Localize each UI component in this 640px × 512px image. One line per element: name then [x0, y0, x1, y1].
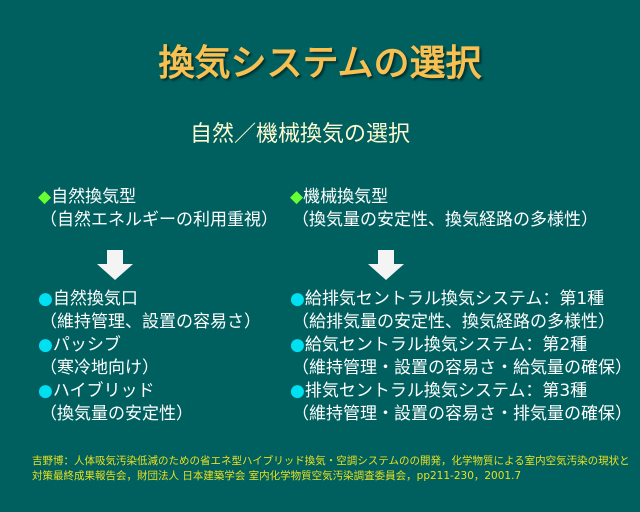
item-note: （寒冷地向け） [40, 358, 159, 378]
header-label: 自然換気型 [51, 187, 137, 207]
natural-ventilation-list: ●自然換気口 （維持管理、設置の容易さ） ●パッシブ （寒冷地向け） ●ハイブリ… [38, 288, 261, 426]
natural-ventilation-header: ◆自然換気型 [38, 186, 136, 209]
item-label: 排気セントラル換気システム：第3種 [304, 381, 588, 401]
mechanical-ventilation-header: ◆機械換気型 [290, 186, 388, 209]
natural-ventilation-note: （自然エネルギーの利用重視） [40, 210, 278, 230]
slide-subtitle: 自然／機械換気の選択 [189, 122, 410, 147]
diamond-bullet-icon: ◆ [290, 187, 304, 207]
diamond-bullet-icon: ◆ [38, 187, 52, 207]
down-arrow-icon [368, 250, 404, 280]
mechanical-ventilation-list: ●給排気セントラル換気システム：第1種 （給排気量の安定性、換気経路の多様性） … [290, 288, 632, 426]
list-item: ●自然換気口 [38, 288, 261, 311]
list-item: ●パッシブ [38, 334, 261, 357]
item-note: （維持管理、設置の容易さ） [40, 312, 261, 332]
reference-footnote: 吉野博：人体吸気汚染低減のための省エネ型ハイブリッド換気・空調システムのの開発，… [32, 454, 630, 484]
footnote-line: 吉野博：人体吸気汚染低減のための省エネ型ハイブリッド換気・空調システムのの開発，… [32, 455, 630, 467]
down-arrow-icon [97, 250, 133, 280]
list-item: ●給気セントラル換気システム：第2種 [290, 334, 632, 357]
item-label: パッシブ [52, 335, 121, 355]
item-label: 自然換気口 [52, 289, 138, 309]
footnote-line: 対策最終成果報告会，財団法人 日本建築学会 室内化学物質空気汚染調査委員会，pp… [32, 470, 522, 482]
circle-bullet-icon: ● [38, 289, 53, 309]
slide-title: 換気システムの選択 [158, 43, 482, 84]
list-item: ●給排気セントラル換気システム：第1種 [290, 288, 632, 311]
item-label: ハイブリッド [52, 381, 155, 401]
circle-bullet-icon: ● [38, 381, 53, 401]
item-note: （換気量の安定性） [40, 404, 193, 424]
mechanical-ventilation-note: （換気量の安定性、換気経路の多様性） [292, 210, 598, 230]
list-item: ●ハイブリッド [38, 380, 261, 403]
circle-bullet-icon: ● [290, 289, 305, 309]
circle-bullet-icon: ● [38, 335, 53, 355]
list-item: ●排気セントラル換気システム：第3種 [290, 380, 632, 403]
item-label: 給気セントラル換気システム：第2種 [304, 335, 588, 355]
item-label: 給排気セントラル換気システム：第1種 [304, 289, 605, 309]
item-note: （維持管理・設置の容易さ・給気量の確保） [292, 358, 632, 378]
circle-bullet-icon: ● [290, 335, 305, 355]
item-note: （維持管理・設置の容易さ・排気量の確保） [292, 404, 632, 424]
item-note: （給排気量の安定性、換気経路の多様性） [292, 312, 615, 332]
header-label: 機械換気型 [303, 187, 389, 207]
circle-bullet-icon: ● [290, 381, 305, 401]
